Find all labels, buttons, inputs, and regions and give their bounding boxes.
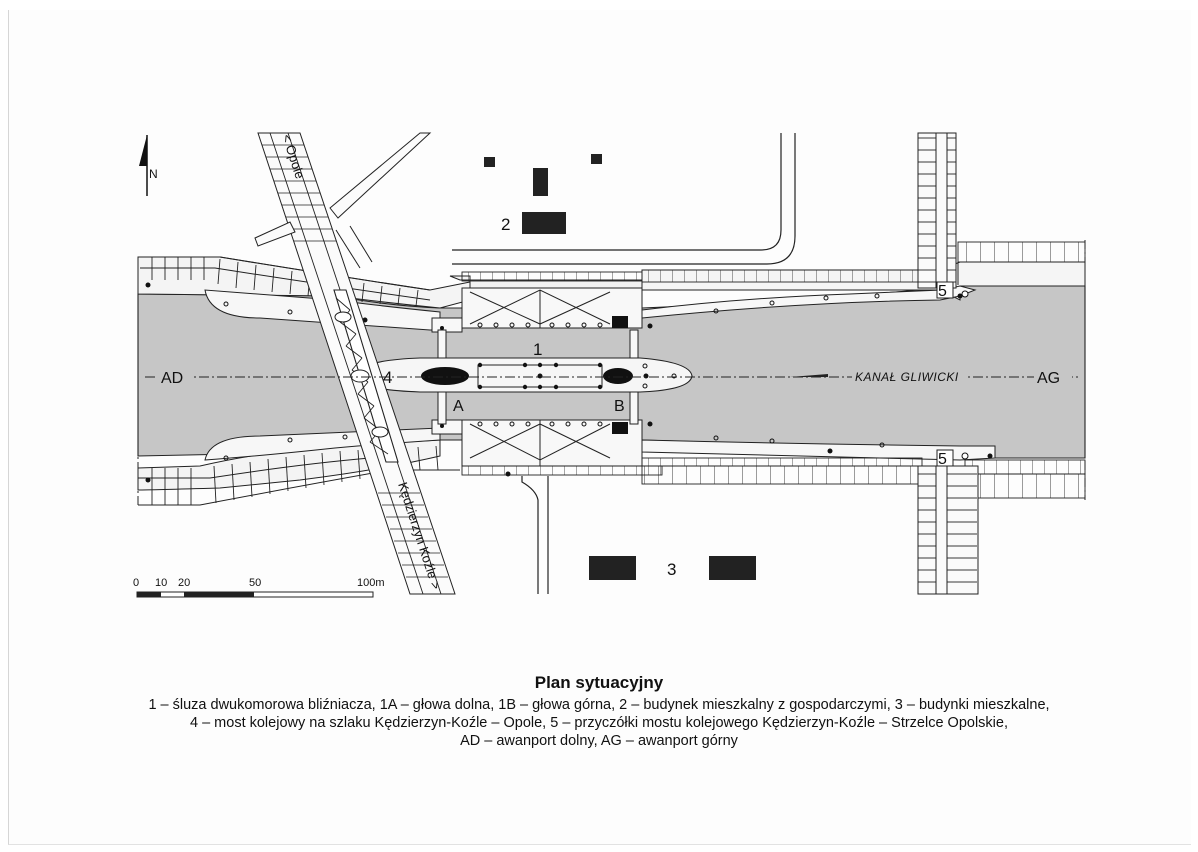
scale-tick-50: 50 [249,577,261,589]
canal-axis: AD AG KANAŁ GLIWICKI [145,368,1080,387]
rail-opole: 4 < Opole Kędzierzyn Koźle > [254,132,456,595]
caption-line-3: AD – awanport dolny, AG – awanport górny [460,733,738,749]
label-ag: AG [1037,370,1060,387]
north-arrow-icon: N [139,135,158,196]
caption-line-2: 4 – most kolejowy na szlaku Kędzierzyn-K… [189,715,1008,731]
caption-line-1: 1 – śluza dwukomorowa bliźniacza, 1A – g… [148,697,1050,713]
scale-tick-100: 100m [357,577,385,589]
rail-strzelce: 5 5 [917,132,979,595]
label-lock: 1 [533,340,542,359]
building-2: 2 [484,154,602,234]
site-plan: N 2 [133,132,1086,598]
label-head-b: B [614,398,625,415]
road-north [452,133,796,265]
label-abutment-top: 5 [938,283,947,300]
caption-title: Plan sytuacyjny [534,673,664,692]
bank-bottom-right [641,435,1086,499]
scale-tick-20: 20 [178,577,190,589]
flow-arrow-icon [790,374,828,377]
label-building-2: 2 [501,215,510,234]
north-label: N [149,167,158,181]
label-buildings-3: 3 [667,560,676,579]
buildings-3: 3 [589,556,756,580]
road-south [521,476,549,594]
label-canal: KANAŁ GLIWICKI [855,370,959,384]
scale-tick-10: 10 [155,577,167,589]
label-head-a: A [453,398,464,415]
caption: Plan sytuacyjny 1 – śluza dwukomorowa bl… [0,672,1198,750]
label-abutment-bottom: 5 [938,451,947,468]
label-ad: AD [161,370,183,387]
scale-tick-0: 0 [133,577,139,589]
bank-top-right [641,241,1086,319]
boundary-lines [137,240,1086,505]
scale-bar: 0 10 20 50 100m [133,577,385,598]
